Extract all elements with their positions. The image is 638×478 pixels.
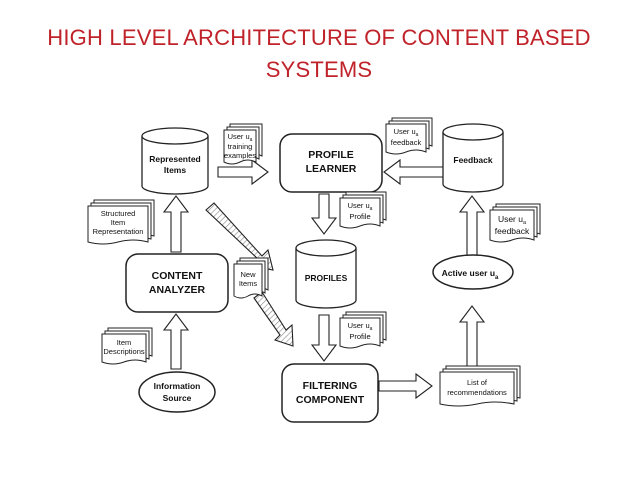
doc-user-profile-1 xyxy=(339,191,387,229)
doc-structured-item xyxy=(87,199,155,245)
profile2-line-2: Profile xyxy=(349,332,370,341)
feedback-top-sub: a xyxy=(416,132,419,138)
feedback-top-user: User u xyxy=(394,127,416,136)
doc-user-profile-2 xyxy=(339,311,387,349)
filtering-component-box xyxy=(281,363,379,423)
profile-learner-line-1: PROFILE xyxy=(308,149,354,161)
doc-new-items xyxy=(233,257,269,299)
training-line-1: User ua xyxy=(228,132,253,143)
filtering-line-1: FILTERING xyxy=(303,380,358,392)
list-line-1: List of xyxy=(467,378,488,387)
feedback-right-line-2: feedback xyxy=(495,226,530,236)
arrow-analyzer-to-items xyxy=(162,195,190,253)
profile2-sub: a xyxy=(370,326,373,332)
item-desc-line-2: Descriptions xyxy=(103,347,145,356)
represented-items-line-2: Items xyxy=(164,165,186,175)
structured-line-3: Representation xyxy=(93,227,144,236)
active-user-text: Active user u xyxy=(442,268,495,278)
content-analyzer-line-1: CONTENT xyxy=(152,270,203,282)
content-analyzer-box xyxy=(125,253,229,313)
training-line-2: training xyxy=(228,142,253,151)
training-user: User u xyxy=(228,132,250,141)
profile-learner-line-2: LEARNER xyxy=(306,163,357,175)
arrow-profiles-to-filtering xyxy=(310,314,338,362)
structured-line-1: Structured xyxy=(101,209,136,218)
feedback-right-line-1: User ua xyxy=(498,214,527,226)
arrow-filtering-to-list xyxy=(378,372,433,400)
feedback-label: Feedback xyxy=(453,155,492,165)
content-analyzer-line-2: ANALYZER xyxy=(149,284,206,296)
new-items-line-1: New xyxy=(240,270,256,279)
doc-training-examples xyxy=(223,123,263,165)
profile2-user: User u xyxy=(348,321,370,330)
profile-learner-box xyxy=(279,133,383,193)
feedback-top-line-1: User ua xyxy=(394,127,419,138)
arrow-user-to-feedback xyxy=(458,195,486,259)
list-line-2: recommendations xyxy=(447,388,507,397)
arrow-items-to-learner xyxy=(217,158,269,186)
active-user-ellipse xyxy=(432,254,514,290)
arrow-list-to-user xyxy=(458,305,486,373)
represented-items-line-1: Represented xyxy=(149,154,201,164)
arrow-learner-to-profiles xyxy=(310,193,338,235)
profile1-line-2: Profile xyxy=(349,212,370,221)
doc-user-feedback-right xyxy=(489,203,541,243)
active-user-label: Active user ua xyxy=(442,268,499,281)
structured-line-2: Item xyxy=(111,218,126,227)
title-line-1: HIGH LEVEL ARCHITECTURE OF CONTENT BASED xyxy=(47,25,591,50)
active-user-subscript: a xyxy=(495,275,499,281)
arrow-feedback-to-learner xyxy=(383,158,445,186)
feedback-top-line-2: feedback xyxy=(391,138,422,147)
feedback-right-sub: a xyxy=(523,220,527,226)
cylinder-feedback xyxy=(442,123,504,193)
training-sub: a xyxy=(250,137,253,143)
doc-item-descriptions xyxy=(101,327,153,365)
doc-list-recommendations xyxy=(439,365,521,407)
arrow-source-to-analyzer xyxy=(162,313,190,370)
cylinder-represented-items xyxy=(141,127,209,195)
profiles-label: PROFILES xyxy=(305,273,348,283)
arrows xyxy=(162,158,486,400)
arrow-analyzer-to-filtering xyxy=(253,291,294,347)
information-source-line-2: Source xyxy=(163,393,192,403)
slide-title: HIGH LEVEL ARCHITECTURE OF CONTENT BASED… xyxy=(0,22,638,86)
information-source-line-1: Information xyxy=(154,381,201,391)
profile1-sub: a xyxy=(370,206,373,212)
profile2-line-1: User ua xyxy=(348,321,373,332)
information-source-ellipse xyxy=(138,371,216,413)
doc-user-feedback-top xyxy=(385,117,433,155)
profile1-user: User u xyxy=(348,201,370,210)
item-desc-line-1: Item xyxy=(117,338,132,347)
profile1-line-1: User ua xyxy=(348,201,373,212)
cylinder-profiles xyxy=(295,239,357,309)
filtering-line-2: COMPONENT xyxy=(296,394,365,406)
training-line-3: examples xyxy=(224,151,256,160)
feedback-right-user: User u xyxy=(498,214,523,224)
title-line-2: SYSTEMS xyxy=(265,57,373,82)
new-items-line-2: Items xyxy=(239,279,258,288)
